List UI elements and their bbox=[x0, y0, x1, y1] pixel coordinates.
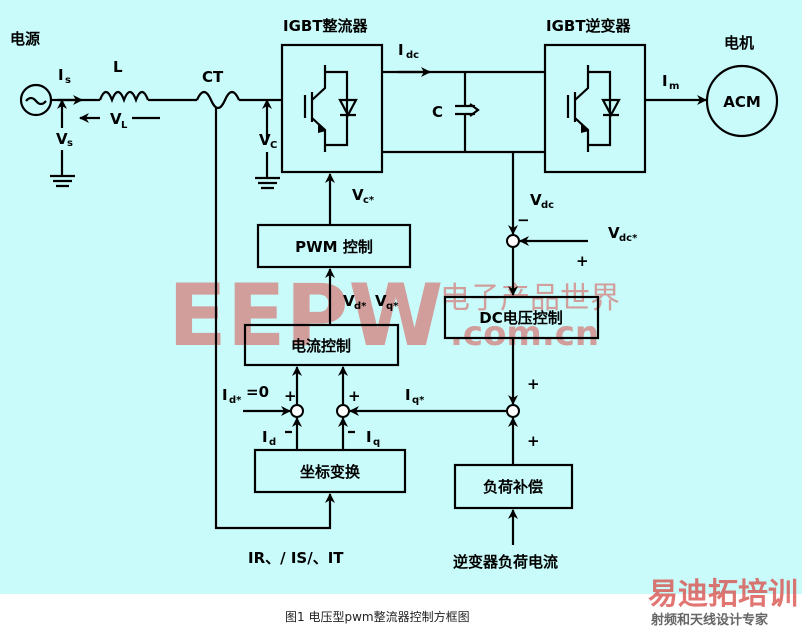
id-label: I bbox=[262, 428, 268, 446]
vd-star-label: V bbox=[343, 292, 355, 310]
dc-voltage-control-label: DC电压控制 bbox=[479, 309, 562, 327]
dc-voltage-control-block bbox=[443, 295, 600, 340]
vc-label: V bbox=[259, 131, 271, 149]
vs-sub: s bbox=[67, 138, 73, 149]
plus-sign: + bbox=[527, 432, 540, 450]
plus-sign: + bbox=[527, 375, 540, 393]
is-sub: s bbox=[65, 75, 71, 86]
load-current-label: 逆变器负荷电流 bbox=[453, 553, 558, 571]
idc-label: I bbox=[398, 41, 404, 59]
inductor-icon bbox=[98, 90, 150, 104]
phase-currents-label: IR、/ IS/、IT bbox=[248, 549, 344, 567]
current-control-block bbox=[243, 323, 400, 367]
logo: 易迪拓培训 射频和天线设计专家 bbox=[648, 577, 798, 628]
load-compensation-label: 负荷补偿 bbox=[483, 478, 543, 496]
svg-text:.com.cn: .com.cn bbox=[450, 314, 599, 354]
vs-label: V bbox=[56, 130, 68, 148]
iq-star-sub: q* bbox=[412, 395, 425, 406]
iq-sub: q bbox=[373, 437, 380, 448]
svg-text:易迪拓培训: 易迪拓培训 bbox=[648, 577, 798, 612]
sum-junction-iq bbox=[506, 404, 520, 418]
vc-star-sub: c* bbox=[363, 195, 375, 206]
minus-sign: − bbox=[517, 211, 530, 229]
igbt-rectifier-block bbox=[280, 43, 384, 174]
im-label: I bbox=[662, 72, 668, 90]
vq-star-sub: q* bbox=[386, 301, 399, 312]
pwm-control-label: PWM 控制 bbox=[295, 238, 373, 256]
vdc-label: V bbox=[530, 191, 542, 209]
load-compensation-block bbox=[453, 463, 574, 510]
motor-label: ACM bbox=[723, 93, 761, 111]
ct-icon bbox=[195, 90, 241, 110]
ct-feedback-wire bbox=[214, 108, 335, 530]
plus-sign: + bbox=[284, 387, 297, 405]
is-label: I bbox=[58, 66, 64, 84]
vdc-star-label: V bbox=[608, 224, 620, 242]
vl-label: V bbox=[110, 110, 122, 128]
pwm-control-block bbox=[256, 223, 412, 269]
igbt-icon bbox=[566, 65, 621, 152]
figure-caption: 图1 电压型pwm整流器控制方框图 bbox=[285, 609, 470, 624]
im-sub: m bbox=[669, 81, 679, 92]
power-source-label: 电源 bbox=[10, 30, 40, 48]
vq-star-label: V bbox=[375, 292, 387, 310]
vd-star-sub: d* bbox=[354, 301, 367, 312]
coordinate-transform-block bbox=[253, 448, 407, 494]
plus-sign: + bbox=[348, 387, 361, 405]
capacitor-icon bbox=[455, 72, 480, 152]
id-star-value: =0 bbox=[246, 383, 269, 401]
vl-sub: L bbox=[121, 120, 128, 131]
vc-star-label: V bbox=[352, 186, 364, 204]
id-sub: d bbox=[269, 437, 276, 448]
svg-text:电子产品世界: 电子产品世界 bbox=[440, 281, 620, 316]
ground-icon bbox=[50, 150, 75, 188]
inverter-title: IGBT逆变器 bbox=[546, 17, 632, 35]
current-control-label: 电流控制 bbox=[291, 337, 351, 355]
sum-junction-q bbox=[336, 404, 350, 418]
sum-junction-d bbox=[290, 404, 304, 418]
plus-sign: + bbox=[576, 252, 589, 270]
coordinate-transform-label: 坐标变换 bbox=[300, 463, 361, 481]
inductor-label: L bbox=[113, 58, 123, 76]
vdc-sub: dc bbox=[541, 200, 554, 211]
idc-sub: dc bbox=[406, 50, 419, 61]
sum-junction-vdc bbox=[506, 234, 520, 248]
motor-icon bbox=[705, 64, 779, 138]
iq-star-label: I bbox=[405, 386, 411, 404]
svg-text:射频和天线设计专家: 射频和天线设计专家 bbox=[650, 612, 769, 628]
motor-title: 电机 bbox=[724, 34, 754, 52]
iq-label: I bbox=[366, 428, 372, 446]
vc-sub: C bbox=[270, 140, 277, 151]
id-star-label: I bbox=[222, 386, 228, 404]
id-star-sub: d* bbox=[229, 395, 242, 406]
rectifier-title: IGBT整流器 bbox=[283, 17, 369, 35]
ground-icon bbox=[255, 152, 280, 190]
igbt-icon bbox=[303, 65, 358, 152]
capacitor-label: C bbox=[432, 103, 443, 121]
ct-label: CT bbox=[202, 68, 224, 86]
vdc-star-sub: dc* bbox=[619, 233, 638, 244]
igbt-inverter-block bbox=[543, 43, 647, 174]
